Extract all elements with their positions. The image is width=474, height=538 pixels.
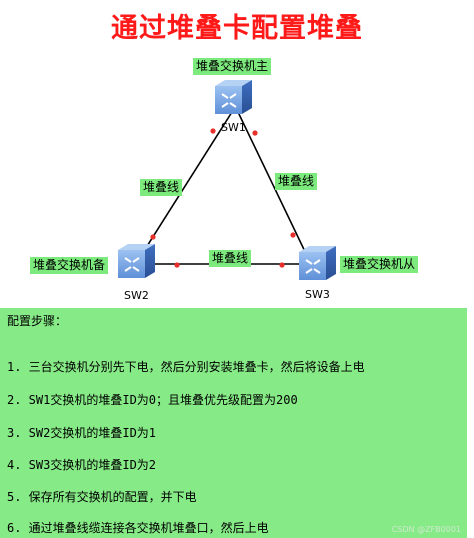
port-dot — [252, 130, 258, 136]
port-dot — [290, 232, 296, 238]
switch-sw3-icon — [299, 246, 336, 280]
topology-diagram — [118, 80, 336, 280]
port-dot — [210, 128, 216, 134]
diagram-title: 通过堆叠卡配置堆叠 — [111, 13, 363, 44]
step-item: 1. 三台交换机分别先下电，然后分别安装堆叠卡，然后将设备上电 — [7, 360, 365, 374]
config-steps-panel: 配置步骤： 1. 三台交换机分别先下电，然后分别安装堆叠卡，然后将设备上电 2.… — [0, 308, 467, 538]
steps-heading: 配置步骤： — [7, 314, 68, 328]
link-label-sw2-sw3: 堆叠线 — [209, 250, 252, 267]
sw1-role-label: 堆叠交换机主 — [193, 58, 272, 75]
step-item: 5. 保存所有交换机的配置，并下电 — [7, 490, 197, 504]
link-label-sw1-sw3: 堆叠线 — [275, 173, 318, 190]
step-item: 2. SW1交换机的堆叠ID为0；且堆叠优先级配置为200 — [7, 393, 298, 407]
switch-sw2-icon — [118, 244, 155, 278]
watermark: CSDN @ZFB0001 — [391, 525, 461, 534]
sw1-name: SW1 — [221, 121, 246, 134]
sw2-role-label: 堆叠交换机备 — [30, 257, 109, 274]
link-label-sw1-sw2: 堆叠线 — [140, 179, 183, 196]
sw3-role-label: 堆叠交换机从 — [340, 256, 419, 273]
port-dot — [279, 262, 285, 268]
port-dot — [150, 234, 156, 240]
step-item: 6. 通过堆叠线缆连接各交换机堆叠口，然后上电 — [7, 521, 269, 535]
step-item: 3. SW2交换机的堆叠ID为1 — [7, 426, 157, 440]
step-item: 4. SW3交换机的堆叠ID为2 — [7, 458, 157, 472]
sw2-name: SW2 — [124, 289, 149, 302]
switch-sw1-icon — [215, 80, 252, 114]
link-sw1-sw3 — [237, 111, 311, 263]
sw3-name: SW3 — [305, 288, 330, 301]
port-dot — [174, 262, 180, 268]
